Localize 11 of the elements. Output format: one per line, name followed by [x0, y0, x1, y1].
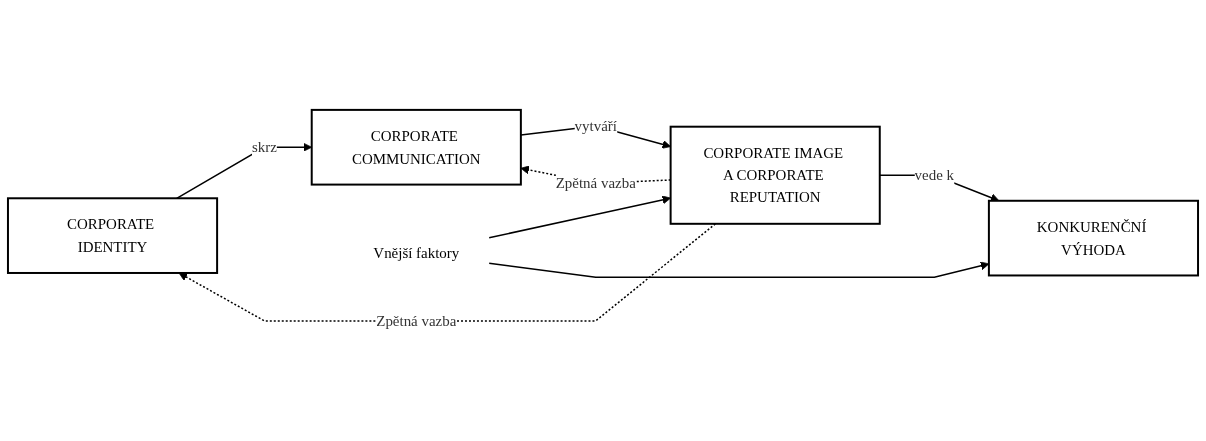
edge-label: Zpětná vazba — [555, 174, 636, 191]
node-text: Vnější faktory — [373, 244, 460, 261]
edge-label: Zpětná vazba — [376, 312, 457, 329]
edge-label: vede k — [914, 166, 955, 183]
edge-label: skrz — [251, 138, 277, 155]
node-box: KONKURENČNÍ VÝHODA — [987, 199, 1200, 276]
node-box: CORPORATE COMMUNICATION — [310, 108, 522, 186]
edge-label: vytváří — [574, 117, 617, 134]
node-box: CORPORATE IMAGE A CORPORATE REPUTATION — [669, 125, 881, 225]
arrow — [488, 195, 671, 238]
node-box: CORPORATE IDENTITY — [6, 196, 219, 274]
